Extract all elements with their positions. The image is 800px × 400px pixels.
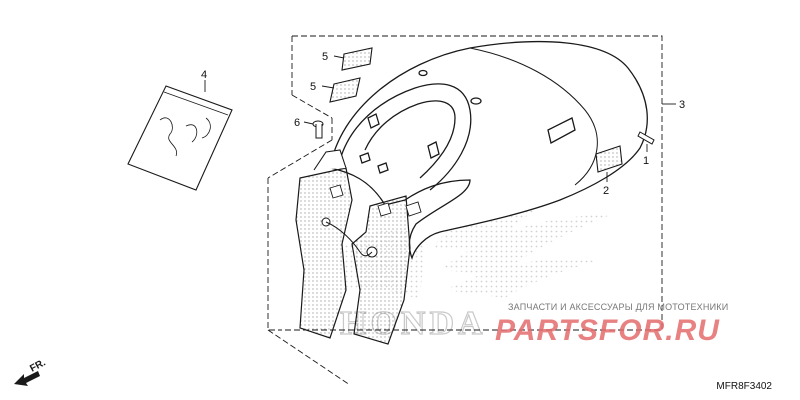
wire-harness [325,221,373,257]
callout-4: 4 [201,69,207,81]
bolt [312,120,324,139]
reflector-lower [329,77,361,103]
front-direction-arrow-icon [14,371,40,386]
front-direction-label: FR. [28,357,48,374]
mud-flap-left [295,149,353,339]
reflector-upper [341,47,373,71]
watermark-caption: ЗАПЧАСТИ И АКСЕССУАРЫ ДЛЯ МОТОТЕХНИКИ [508,302,729,312]
side-reflector [595,145,623,173]
callout-5-upper: 5 [322,51,328,63]
callout-5-lower: 5 [310,81,316,93]
callout-1: 1 [643,155,649,167]
assembly-bracket [267,35,663,386]
leader-lines [204,55,676,182]
parts-bag [127,85,233,191]
callout-6: 6 [294,117,300,129]
rear-fender [329,40,648,260]
callout-2: 2 [603,185,609,197]
callout-3: 3 [679,99,685,111]
watermark-logo: PARTSFOR.RU [495,314,720,347]
diagram-code: MFR8F3402 [716,381,772,392]
clip [637,131,655,145]
